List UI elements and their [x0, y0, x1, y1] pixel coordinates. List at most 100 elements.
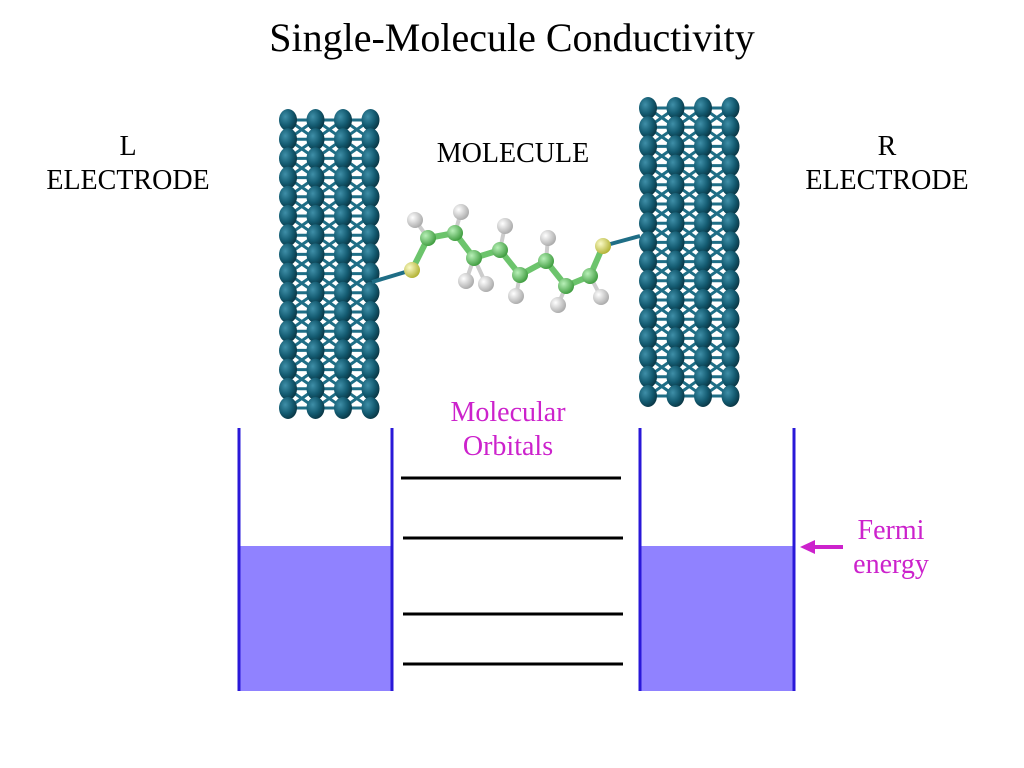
electrode-atom: [694, 193, 712, 215]
electrode-atom: [694, 212, 712, 235]
electrode-atom: [334, 147, 352, 170]
electrode-atom: [694, 135, 712, 158]
electrode-atom: [639, 97, 657, 119]
electrode-atom: [666, 269, 685, 292]
electrode-atom: [279, 339, 297, 362]
right-well-fill: [641, 546, 794, 691]
electrode-atom: [639, 385, 657, 407]
electrode-atom: [306, 205, 325, 227]
electrode-atom: [334, 224, 352, 247]
electrode-atom: [666, 116, 685, 139]
electrode-atom: [694, 173, 712, 196]
electrode-atom: [666, 154, 685, 177]
electrode-atom: [666, 97, 685, 119]
electrode-atom: [666, 289, 685, 311]
electrode-atom: [694, 269, 712, 292]
electrode-atom: [279, 147, 297, 170]
electrode-atom: [306, 147, 325, 170]
electrode-atom: [721, 97, 740, 119]
electrode-atom: [694, 346, 712, 369]
electrode-atom: [334, 185, 352, 208]
electrode-atom: [334, 166, 352, 189]
electrode-atom: [279, 243, 297, 266]
electrode-atom: [721, 365, 740, 388]
molecule-label: MOLECULE: [436, 138, 590, 169]
electrode-atom: [666, 385, 685, 407]
electrode-atom: [306, 320, 325, 343]
electrode-atom: [721, 385, 740, 407]
electrode-atom: [306, 358, 325, 381]
electrode-atom: [361, 281, 380, 304]
electrode-atom: [361, 224, 380, 247]
electrode-atom: [306, 243, 325, 266]
electrode-atom: [361, 339, 380, 362]
electrode-atom: [694, 365, 712, 388]
right-electrode-label-line1: R: [877, 131, 897, 162]
molecular-orbitals-label: Molecular Orbitals: [408, 396, 608, 463]
electrode-atom: [361, 243, 380, 266]
electrode-atom: [639, 173, 657, 196]
electrode-atom: [361, 301, 380, 323]
electrode-atom: [721, 193, 740, 215]
electrode-atom: [306, 262, 325, 285]
electrode-atom: [666, 365, 685, 388]
electrode-atom: [306, 339, 325, 362]
electrode-atom: [279, 128, 297, 151]
electrode-atom: [694, 250, 712, 273]
electrode-atom: [306, 109, 325, 131]
electrode-atom: [334, 109, 352, 131]
electrode-atom: [306, 128, 325, 151]
electrode-atom: [279, 262, 297, 285]
right-electrode-label: R ELECTRODE: [787, 130, 987, 197]
electrode-atom: [279, 185, 297, 208]
electrode-atom: [279, 166, 297, 189]
electrode-atom: [666, 135, 685, 158]
electrode-atom: [306, 224, 325, 247]
left-electrode-label: L ELECTRODE: [28, 130, 228, 197]
electrode-atom: [721, 173, 740, 196]
electrode-atom: [334, 301, 352, 323]
electrode-atom: [279, 205, 297, 227]
electrode-atom: [334, 243, 352, 266]
electrode-atom: [639, 135, 657, 158]
electrode-atom: [639, 346, 657, 369]
sulfur-atoms: [404, 238, 611, 278]
left-electrode-label-line2: ELECTRODE: [46, 164, 210, 196]
electrode-atom: [666, 346, 685, 369]
electrode-atom: [666, 327, 685, 350]
electrode-atom: [639, 327, 657, 350]
electrode-atom: [279, 397, 297, 419]
electrode-atom: [361, 128, 380, 151]
fermi-arrow-icon: [800, 540, 843, 554]
electrode-atom: [694, 116, 712, 139]
electrode-atom: [306, 166, 325, 189]
electrode-atom: [361, 320, 380, 343]
electrode-atom: [361, 397, 380, 419]
page-title: Single-Molecule Conductivity: [269, 15, 755, 60]
electrode-atom: [694, 231, 712, 254]
electrode-atom: [279, 301, 297, 323]
electrode-atom: [694, 289, 712, 311]
electrode-atom: [694, 154, 712, 177]
electrode-atom: [639, 212, 657, 235]
hydrogen-atoms: [407, 204, 609, 313]
electrode-atom: [306, 281, 325, 304]
electrode-atom: [639, 154, 657, 177]
electrode-atom: [334, 377, 352, 400]
electrode-atom: [666, 193, 685, 215]
energy-diagram: [237, 428, 843, 691]
fermi-energy-label: Fermi energy: [836, 514, 946, 581]
electrode-atom: [639, 365, 657, 388]
electrode-atom: [666, 308, 685, 331]
left-electrode-label-line1: L: [119, 131, 137, 162]
electrode-atom: [361, 109, 380, 131]
electrode-atom: [721, 269, 740, 292]
electrode-atom: [334, 262, 352, 285]
electrode-atom: [361, 166, 380, 189]
electrode-atom: [334, 397, 352, 419]
electrode-atom: [279, 224, 297, 247]
left-electrode-lattice: [279, 109, 380, 419]
electrode-atom: [721, 346, 740, 369]
electrode-atom: [694, 308, 712, 331]
